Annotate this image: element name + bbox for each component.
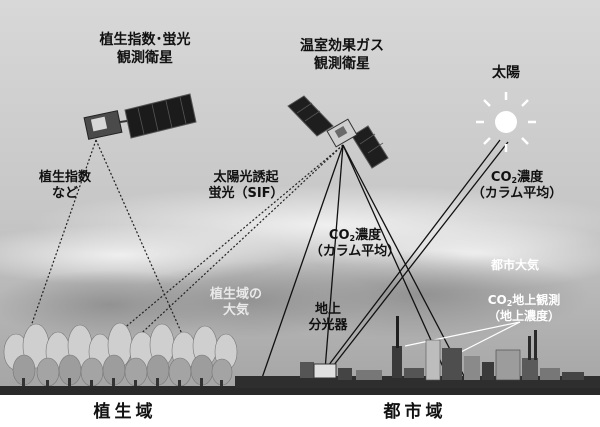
- sif-label: 太陽光誘起 蛍光（SIF）: [208, 170, 284, 202]
- co2-column-sun-label: CO2濃度 （カラム平均）: [471, 170, 563, 202]
- co2-ground-obs-label: CO2地上観測 （地上濃度）: [487, 293, 561, 323]
- sunlight-lines: [324, 139, 509, 371]
- city-skyline: [235, 316, 600, 388]
- vegetation-satellite-title: 植生指数･蛍光 観測衛星: [99, 32, 191, 66]
- ghg-satellite-lines: [261, 144, 466, 379]
- ghg-satellite-icon: [287, 95, 389, 169]
- sif-dotted-lines: [109, 144, 344, 343]
- ground-spectrometer-icon: [313, 363, 337, 379]
- co2-column-ground-label: CO2濃度 （カラム平均）: [309, 228, 401, 260]
- vegetation-atmosphere-label: 植生域の 大気: [209, 287, 262, 319]
- ground-obs-arrows: [404, 321, 521, 356]
- label-strip: [0, 395, 600, 427]
- vegetation-index-label: 植生指数 など: [38, 170, 91, 202]
- sun-icon: [476, 92, 536, 152]
- ground-spectrometer-label: 地上 分光器: [308, 302, 348, 334]
- urban-atmosphere-label: 都市大気: [490, 258, 539, 272]
- urban-region-label: 都市域: [383, 402, 447, 422]
- ghg-satellite-title: 温室効果ガス 観測衛星: [300, 38, 384, 72]
- vegetation-satellite-dotted-lines: [21, 139, 191, 353]
- vegetation-satellite-icon: [83, 93, 197, 140]
- forest: [3, 322, 238, 387]
- sun-title: 太陽: [492, 65, 520, 81]
- vegetation-region-label: 植生域: [93, 402, 157, 422]
- ground: [0, 386, 600, 395]
- tree-trunks: [22, 378, 223, 389]
